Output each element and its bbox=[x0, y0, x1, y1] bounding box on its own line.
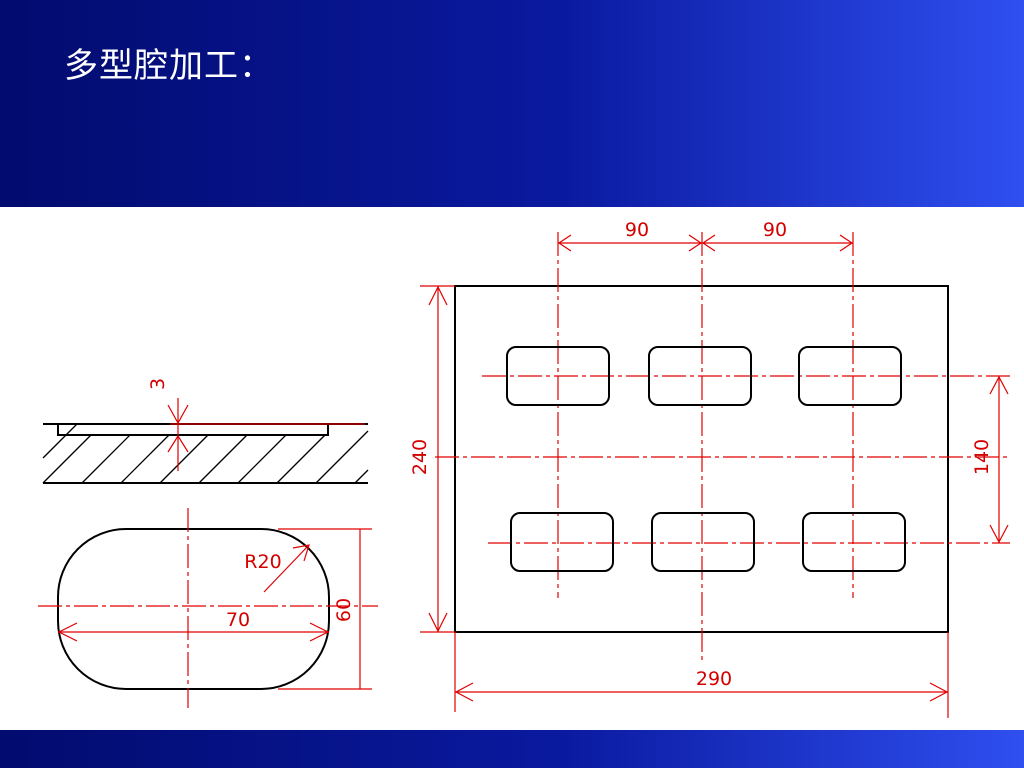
engineering-drawing: 3 70 60 R20 bbox=[38, 219, 1010, 718]
slide-title: 多型腔加工： bbox=[64, 46, 274, 86]
pocket-5 bbox=[651, 512, 755, 572]
section-hatching bbox=[42, 423, 369, 484]
height-arrow-bottom bbox=[428, 612, 448, 633]
pocket-detail: 70 60 R20 bbox=[38, 508, 378, 708]
bottom-bar bbox=[0, 730, 1024, 768]
height-arrow-top bbox=[428, 285, 448, 306]
pocket-outline bbox=[57, 528, 330, 690]
plate-layout: 90 90 240 140 bbox=[409, 219, 1010, 718]
pitch-right-label: 90 bbox=[763, 219, 787, 241]
row-spacing-arrow-bottom bbox=[989, 524, 1009, 544]
plate-width-label: 290 bbox=[696, 668, 732, 690]
pocket-3 bbox=[798, 346, 902, 406]
row-spacing-arrow-top bbox=[989, 375, 1009, 395]
radius-leader-line bbox=[263, 545, 309, 593]
pitch-left-label: 90 bbox=[625, 219, 649, 241]
pocket-2 bbox=[648, 346, 752, 406]
depth-label: 3 bbox=[147, 378, 169, 390]
pitch-arrow-3 bbox=[701, 234, 716, 252]
depth-arrow-top bbox=[167, 404, 189, 425]
plate-height-label: 240 bbox=[409, 439, 431, 475]
radius-label: R20 bbox=[244, 551, 281, 573]
pocket-4 bbox=[510, 512, 614, 572]
pocket-width-label: 60 bbox=[333, 598, 355, 622]
section-view: 3 bbox=[42, 378, 369, 484]
pocket-6 bbox=[802, 512, 906, 572]
section-pocket-outline bbox=[57, 424, 329, 436]
width-arrow-right bbox=[929, 682, 949, 702]
radius-leader-arrow bbox=[292, 544, 310, 562]
pocket-length-arrow-left bbox=[57, 622, 78, 642]
depth-arrow-bottom bbox=[167, 434, 189, 453]
pitch-arrow-4 bbox=[839, 234, 854, 252]
width-arrow-left bbox=[454, 682, 474, 702]
pocket-length-arrow-right bbox=[309, 622, 330, 642]
row-spacing-label: 140 bbox=[971, 439, 993, 475]
pitch-arrow-2 bbox=[688, 234, 703, 252]
pocket-length-label: 70 bbox=[226, 609, 250, 631]
pocket-1 bbox=[506, 346, 610, 406]
pitch-arrow-1 bbox=[557, 234, 572, 252]
drawing-area: 3 70 60 R20 bbox=[0, 207, 1024, 730]
